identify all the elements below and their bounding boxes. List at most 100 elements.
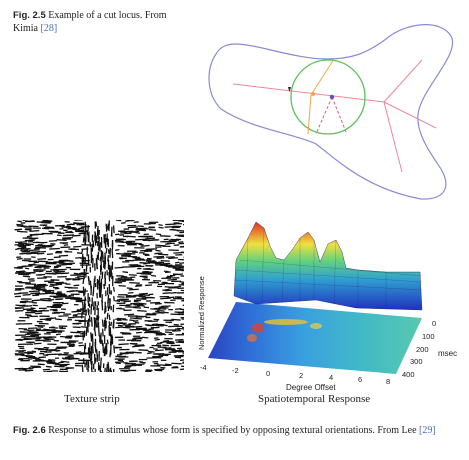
texture-dash xyxy=(170,291,177,294)
texture-dash xyxy=(70,296,81,299)
texture-dash xyxy=(181,311,184,314)
texture-dash xyxy=(160,263,168,266)
texture-dash xyxy=(74,335,83,338)
texture-dash xyxy=(153,348,158,350)
citation-28-link[interactable]: [28] xyxy=(40,22,58,34)
texture-dash xyxy=(158,311,164,314)
texture-dash xyxy=(95,349,98,358)
texture-dash xyxy=(62,295,70,298)
texture-dash xyxy=(115,326,124,329)
texture-dash xyxy=(120,355,126,358)
texture-dash xyxy=(158,306,169,309)
texture-dash xyxy=(49,308,58,311)
y-tick: 200 xyxy=(416,345,429,354)
texture-dash xyxy=(171,362,182,365)
texture-dash xyxy=(114,266,124,269)
x-tick: -2 xyxy=(232,366,239,375)
figure-2-6-label: Fig. 2.6 xyxy=(13,425,46,436)
texture-dash xyxy=(48,239,58,242)
texture-dash xyxy=(45,226,54,229)
texture-dash xyxy=(108,283,111,295)
texture-dash xyxy=(153,318,160,321)
texture-dash xyxy=(107,255,110,262)
texture-dash xyxy=(140,244,150,247)
texture-dash xyxy=(92,290,95,297)
maximal-circle xyxy=(290,59,366,135)
texture-dash xyxy=(78,277,86,280)
texture-dash xyxy=(158,226,164,229)
texture-dash xyxy=(131,339,142,342)
texture-dash xyxy=(104,239,107,249)
texture-dash xyxy=(179,231,184,234)
texture-dash xyxy=(153,255,165,258)
texture-dash xyxy=(128,288,139,291)
texture-dash xyxy=(84,288,87,296)
texture-dash xyxy=(164,286,175,289)
texture-dash xyxy=(148,226,156,229)
texture-dash xyxy=(89,357,92,365)
x-tick: 6 xyxy=(358,375,362,384)
texture-dash xyxy=(181,300,184,302)
texture-dash xyxy=(135,228,142,231)
citation-29-link[interactable]: [29] xyxy=(419,425,436,436)
texture-dash xyxy=(142,276,148,279)
texture-dash xyxy=(129,230,140,233)
texture-dash xyxy=(82,308,85,313)
texture-dash xyxy=(105,247,108,254)
texture-dash xyxy=(82,278,85,285)
texture-dash xyxy=(116,252,125,255)
texture-dash xyxy=(67,316,75,319)
texture-dash xyxy=(75,351,82,354)
x-axis-ticks: -4 -2 0 2 4 6 8 xyxy=(200,363,390,386)
texture-dash xyxy=(106,312,109,320)
floor-hotspots xyxy=(247,319,322,342)
texture-dash xyxy=(133,242,142,245)
texture-dash xyxy=(104,306,106,314)
texture-dash xyxy=(118,284,126,287)
texture-dash xyxy=(51,330,63,333)
texture-dash xyxy=(160,324,168,327)
texture-dash xyxy=(14,228,23,231)
texture-dash xyxy=(134,321,140,324)
texture-dash xyxy=(94,341,97,350)
texture-dash xyxy=(21,335,32,338)
texture-dash xyxy=(152,324,162,327)
texture-dash xyxy=(35,312,43,315)
texture-dash xyxy=(30,292,41,295)
texture-dash xyxy=(179,268,184,271)
texture-dash xyxy=(177,287,184,290)
texture-dash xyxy=(40,297,51,300)
texture-dash xyxy=(65,337,72,339)
texture-dash xyxy=(37,326,44,328)
texture-dash xyxy=(58,254,69,257)
texture-dash xyxy=(54,287,60,290)
texture-dash xyxy=(81,364,84,372)
texture-dash xyxy=(110,334,113,346)
texture-dash xyxy=(20,249,29,252)
texture-dash xyxy=(157,253,169,256)
texture-dash xyxy=(150,274,157,277)
texture-dash xyxy=(178,241,184,244)
texture-dash xyxy=(99,256,102,262)
texture-dash xyxy=(74,229,82,232)
texture-dash xyxy=(138,302,147,305)
texture-dash xyxy=(175,338,184,341)
texture-dash xyxy=(75,299,85,302)
texture-dash xyxy=(73,313,78,316)
texture-dash xyxy=(133,299,141,302)
texture-dash xyxy=(94,368,96,372)
texture-dash xyxy=(25,314,32,316)
texture-dash xyxy=(103,283,106,289)
texture-dash xyxy=(44,244,55,247)
texture-dash xyxy=(86,321,89,333)
texture-dash xyxy=(107,295,110,304)
x-tick: 0 xyxy=(266,369,270,378)
texture-dash xyxy=(126,235,136,238)
texture-dash xyxy=(120,299,131,302)
texture-dash xyxy=(137,309,147,312)
texture-dash xyxy=(55,318,62,321)
texture-dash xyxy=(182,304,184,306)
texture-dash xyxy=(88,296,91,302)
x-tick: -4 xyxy=(200,363,207,372)
texture-dash xyxy=(101,319,104,327)
